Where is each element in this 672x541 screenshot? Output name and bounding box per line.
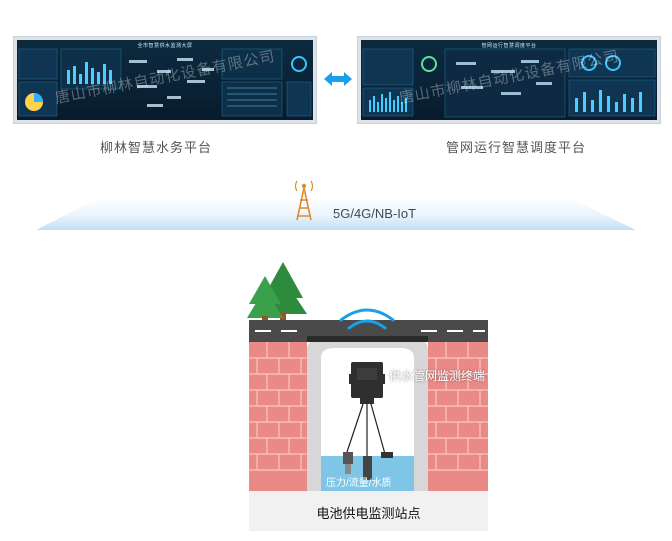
monitoring-terminal-device (349, 362, 385, 404)
brick-wall-left (249, 342, 307, 492)
pressure-sensor (343, 452, 353, 474)
network-band (36, 197, 636, 230)
quality-sensor (363, 456, 372, 480)
dashboard-preview: 全市智慧供水监测大屏 唐山市柳林自动化设备有限公司 (17, 40, 313, 120)
network-label: 5G/4G/NB-IoT (333, 206, 417, 221)
bidirectional-arrow-icon (324, 72, 352, 86)
left-platform-caption: 柳林智慧水务平台 (100, 140, 213, 155)
monitoring-site-scene (247, 262, 488, 492)
dashboard-graphics (18, 48, 312, 117)
network-band-shape (36, 197, 636, 230)
dashboard-preview: 管网运行智慧调度平台 唐山市柳林自动化设备有限公司 (361, 40, 657, 120)
sensor-label: 压力/流量/水质 (326, 478, 392, 489)
signal-tower-icon (294, 180, 314, 221)
dashboard-title: 全市智慧供水监测大屏 (137, 43, 193, 49)
dashboard-graphics (362, 48, 656, 118)
right-platform-caption: 管网运行智慧调度平台 (446, 140, 587, 155)
sensor-cables (346, 403, 386, 458)
station-label-box: 电池供电监测站点 (249, 491, 488, 531)
terminal-label: 供水管网监测终端 (389, 369, 486, 383)
manhole-cover (307, 336, 428, 342)
dashboard-title: 管网运行智慧调度平台 (481, 43, 537, 49)
flow-sensor (381, 452, 393, 458)
tree-icon (247, 262, 307, 326)
dispatch-platform-screenshot: 管网运行智慧调度平台 唐山市柳林自动化设备有限公司 (357, 36, 661, 124)
smart-water-platform-screenshot: 全市智慧供水监测大屏 唐山市柳林自动化设备有限公司 (13, 36, 317, 124)
station-label: 电池供电监测站点 (316, 506, 421, 521)
wireless-signal-icon (339, 308, 395, 330)
